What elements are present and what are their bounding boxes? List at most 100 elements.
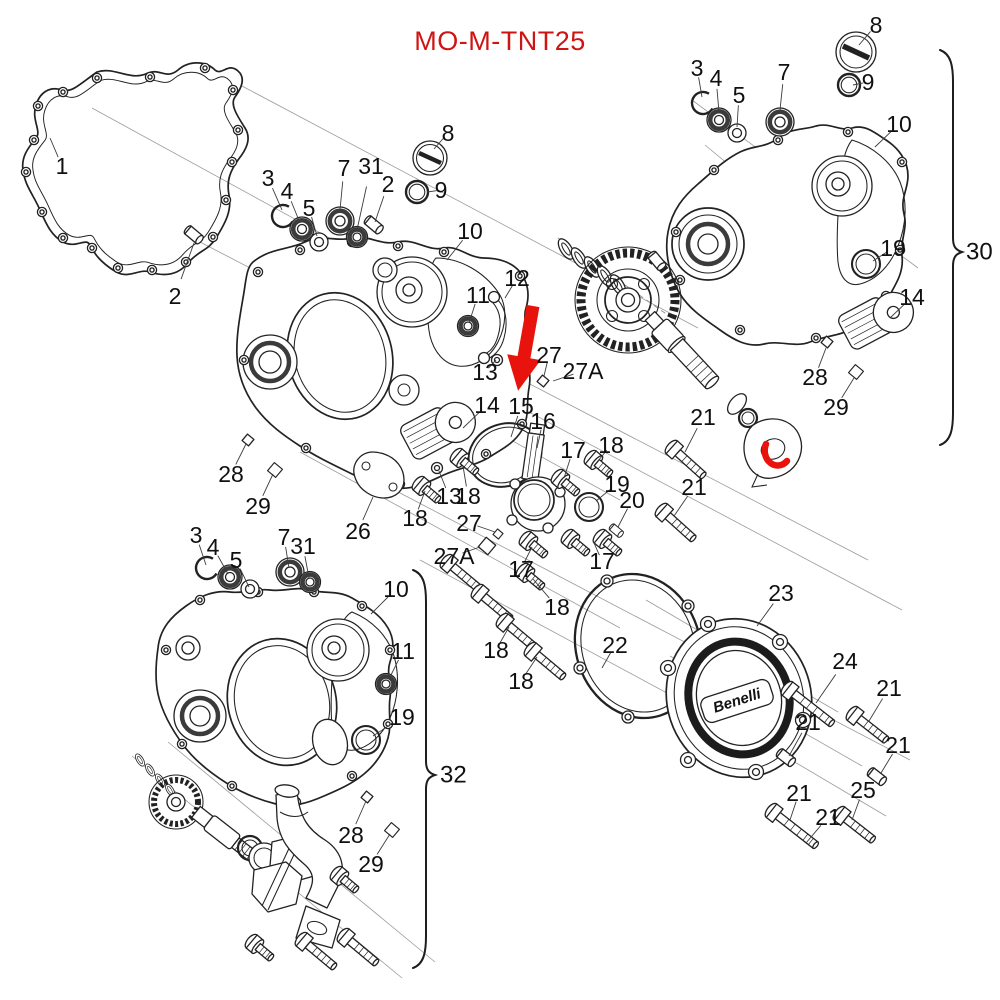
callout-leader-18 xyxy=(532,578,550,599)
seal-part31-bottom xyxy=(300,572,321,593)
callout-21: 21 xyxy=(795,709,821,735)
callout-leader-13 xyxy=(438,470,447,489)
callout-leader-10 xyxy=(874,131,892,148)
callout-leader-2 xyxy=(180,242,195,280)
callout-10: 10 xyxy=(886,111,912,137)
callout-19: 19 xyxy=(604,471,630,497)
thermostat-plate-b xyxy=(251,861,303,913)
callout-leader-19 xyxy=(595,489,611,502)
callout-10: 10 xyxy=(383,576,409,602)
callout-18: 18 xyxy=(483,637,509,663)
callout-leader-21 xyxy=(868,698,883,722)
washer-part13-top xyxy=(490,353,504,367)
callout-28: 28 xyxy=(338,822,364,848)
callout-8: 8 xyxy=(442,120,455,146)
callout-leader-29 xyxy=(262,473,274,496)
callout-leader-18 xyxy=(525,656,538,674)
callout-27: 27 xyxy=(456,510,482,536)
callout-29: 29 xyxy=(823,394,849,420)
callout-leader-17 xyxy=(593,542,600,556)
oil-plug-part8 xyxy=(413,141,447,175)
clutch-gear xyxy=(574,246,682,354)
pump-shaft xyxy=(644,310,720,390)
callout-leader-16 xyxy=(536,429,542,449)
callout-1: 1 xyxy=(56,153,69,179)
callout-18: 18 xyxy=(508,668,534,694)
cover-gasket-part1 xyxy=(20,62,249,276)
callout-leader-28 xyxy=(235,443,247,465)
callout-8: 8 xyxy=(870,12,883,38)
callout-leader-14 xyxy=(462,412,480,429)
callout-leader-4 xyxy=(716,88,720,113)
callout-leader-24 xyxy=(815,674,837,704)
callout-leader-1 xyxy=(49,137,59,158)
primary-gear-assembly xyxy=(554,235,759,429)
callout-leader-8 xyxy=(858,31,871,46)
callout-leader-17 xyxy=(524,546,533,563)
callout-leader-20 xyxy=(617,508,628,528)
callout-leader-4 xyxy=(217,555,229,575)
callout-leader-4 xyxy=(290,201,301,224)
callout-leader-19 xyxy=(372,722,393,737)
callout-leader-18 xyxy=(462,465,467,487)
callout-leader-21 xyxy=(684,427,698,453)
red-highlight xyxy=(761,440,791,469)
callout-5: 5 xyxy=(733,82,746,108)
callout-leader-9 xyxy=(426,190,437,193)
callout-19: 19 xyxy=(389,704,415,730)
callout-28: 28 xyxy=(802,364,828,390)
callout-15: 15 xyxy=(508,393,534,419)
callout-31: 31 xyxy=(358,153,384,179)
square-part28-left xyxy=(241,433,255,447)
callout-14: 14 xyxy=(899,284,925,310)
callout-2: 2 xyxy=(169,283,182,309)
callout-19: 19 xyxy=(880,235,906,261)
crankcase-bottom-left xyxy=(155,586,397,808)
callout-leader-11 xyxy=(388,659,399,680)
callout-leader-18 xyxy=(597,449,608,462)
square-part27-bottom xyxy=(492,528,504,540)
callout-9: 9 xyxy=(862,69,875,95)
seal-part11 xyxy=(458,316,479,337)
callout-leader-7 xyxy=(779,84,784,111)
callout-leader-18 xyxy=(499,626,510,643)
callout-leader-21 xyxy=(673,496,688,517)
callout-leader-21 xyxy=(880,753,893,774)
bracket-label-30: 30 xyxy=(966,239,993,266)
callout-27: 27 xyxy=(536,342,562,368)
callout-3: 3 xyxy=(262,165,275,191)
callout-21: 21 xyxy=(786,780,812,806)
callout-leader-29 xyxy=(841,377,855,398)
callout-9: 9 xyxy=(435,177,448,203)
callout-leader-17 xyxy=(563,458,571,479)
callout-11: 11 xyxy=(466,282,490,308)
bracket-30 xyxy=(939,49,966,446)
callout-leader-15 xyxy=(510,415,519,438)
callout-leader-21 xyxy=(789,801,797,821)
callout-leader-27 xyxy=(477,525,496,533)
oil-plug-part8-right xyxy=(836,32,876,72)
strip-gasket-part12 xyxy=(477,290,507,365)
ring-part19-center xyxy=(573,491,605,523)
square-part28-bottom xyxy=(360,790,374,804)
callout-27A: 27A xyxy=(563,358,605,384)
callout-31: 31 xyxy=(290,533,316,559)
bracket-label-32: 32 xyxy=(440,762,467,789)
bracket-part26 xyxy=(353,451,405,499)
callout-leader-10 xyxy=(370,596,389,615)
washer-part5-bottom xyxy=(240,579,260,599)
bracket-32 xyxy=(412,569,439,969)
page-title: MO-M-TNT25 xyxy=(414,26,586,56)
callout-17: 17 xyxy=(508,556,534,582)
callout-5: 5 xyxy=(303,195,316,221)
pump-cover-part xyxy=(743,418,803,488)
callout-27A: 27A xyxy=(434,543,476,569)
callout-leader-8 xyxy=(433,137,444,150)
callout-4: 4 xyxy=(281,178,294,204)
callout-leader-3 xyxy=(272,188,283,211)
oring-part9-right xyxy=(836,72,862,98)
callout-28: 28 xyxy=(218,461,244,487)
callout-21: 21 xyxy=(876,675,902,701)
callout-7: 7 xyxy=(278,524,291,550)
